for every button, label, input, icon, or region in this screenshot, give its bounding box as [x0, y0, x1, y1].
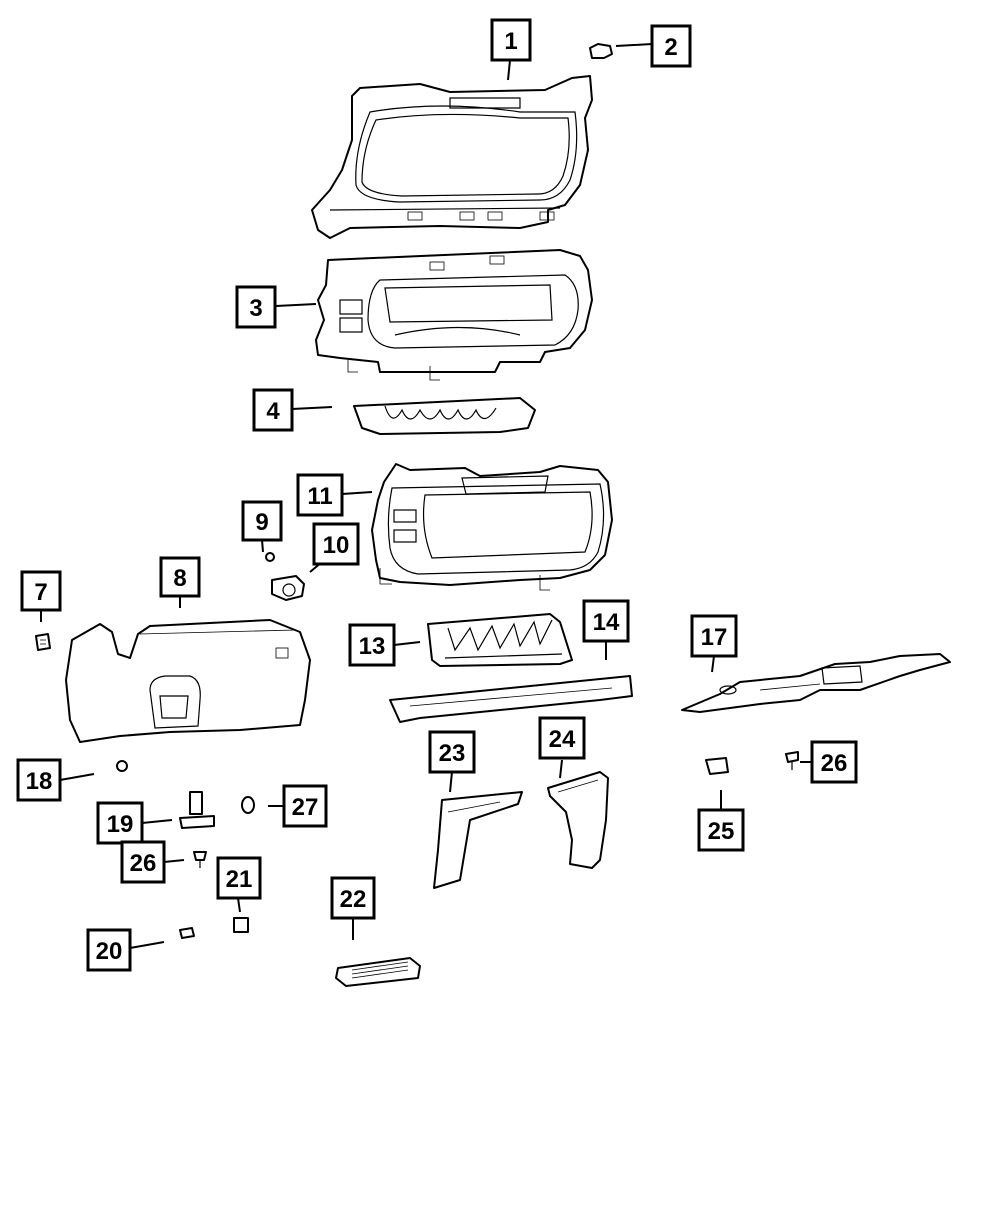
callout-label-19: 19	[107, 811, 134, 838]
part-4-illustration	[353, 397, 536, 435]
part-2-illustration	[589, 43, 613, 59]
callout-1: 1	[490, 18, 532, 62]
part-26-right-illustration	[785, 751, 799, 770]
callout-label-26-right: 26	[821, 750, 848, 777]
part-18-illustration	[116, 760, 128, 772]
callout-label-25: 25	[708, 818, 735, 845]
callout-label-20: 20	[96, 938, 123, 965]
leader-11	[341, 491, 373, 495]
part-3-illustration	[315, 249, 593, 381]
callout-11: 11	[296, 473, 344, 517]
callout-2: 2	[650, 24, 692, 68]
callout-8: 8	[159, 556, 201, 598]
callout-label-8: 8	[173, 565, 186, 592]
part-20-illustration	[179, 927, 195, 939]
callout-label-21: 21	[226, 866, 253, 893]
callout-18: 18	[16, 758, 62, 802]
part-11-illustration	[371, 463, 613, 591]
part-9-illustration	[265, 552, 275, 562]
callout-27: 27	[282, 784, 328, 828]
part-10-illustration	[271, 575, 305, 601]
callout-24: 24	[538, 716, 586, 760]
callout-label-3: 3	[249, 295, 262, 322]
callout-label-14: 14	[593, 609, 620, 636]
callout-label-1: 1	[504, 28, 517, 55]
leader-9	[261, 539, 264, 553]
callout-label-18: 18	[26, 768, 53, 795]
callout-17: 17	[690, 614, 738, 658]
part-8-illustration	[65, 619, 311, 743]
part-26-left-illustration	[193, 851, 207, 868]
callout-25: 25	[697, 808, 745, 852]
leader-21	[237, 897, 241, 913]
callout-7: 7	[20, 570, 62, 612]
callout-label-26-left: 26	[130, 850, 157, 877]
callout-label-23: 23	[439, 740, 466, 767]
callout-label-11: 11	[307, 483, 332, 510]
leader-1	[507, 59, 511, 81]
leader-20	[129, 941, 165, 949]
callout-label-10: 10	[323, 532, 350, 559]
leader-4	[291, 406, 333, 410]
callout-label-17: 17	[701, 624, 728, 651]
callout-label-4: 4	[266, 398, 280, 425]
part-25-illustration	[705, 757, 729, 775]
callout-10: 10	[312, 522, 360, 566]
callout-label-22: 22	[340, 886, 367, 913]
part-1-illustration	[311, 75, 593, 239]
part-27-illustration	[241, 796, 255, 814]
leader-23	[449, 771, 453, 793]
callout-23: 23	[428, 730, 476, 774]
callout-label-7: 7	[34, 579, 47, 606]
part-13-illustration	[427, 613, 573, 667]
leader-lines	[40, 43, 812, 949]
leader-26a	[163, 859, 185, 863]
callout-22: 22	[330, 876, 376, 920]
leader-19	[141, 819, 173, 824]
callout-14: 14	[582, 599, 630, 643]
callout-label-9: 9	[255, 509, 268, 536]
leader-2	[615, 43, 653, 47]
callout-26-left: 26	[120, 840, 166, 884]
part-7-illustration	[35, 633, 51, 651]
callout-label-27: 27	[292, 794, 319, 821]
callout-9: 9	[241, 500, 283, 542]
leader-3	[275, 303, 317, 307]
callout-19: 19	[96, 801, 144, 845]
part-21-illustration	[233, 917, 249, 933]
leader-13	[393, 641, 421, 646]
callout-4: 4	[252, 388, 294, 432]
callout-21: 21	[216, 856, 262, 900]
callout-label-2: 2	[664, 34, 677, 61]
callout-26-right: 26	[810, 740, 858, 784]
callout-3: 3	[235, 285, 277, 329]
callout-label-24: 24	[549, 726, 576, 753]
part-23-illustration	[433, 791, 523, 889]
callout-13: 13	[348, 623, 396, 667]
part-24-illustration	[547, 771, 609, 869]
part-22-illustration	[335, 957, 421, 987]
part-14-illustration	[389, 675, 633, 723]
leader-24	[559, 759, 563, 779]
leader-18	[59, 773, 95, 781]
part-19-illustration	[179, 791, 215, 829]
leader-17	[711, 655, 715, 673]
callout-20: 20	[86, 928, 132, 972]
callout-label-13: 13	[359, 633, 386, 660]
part-17-illustration	[681, 653, 951, 713]
